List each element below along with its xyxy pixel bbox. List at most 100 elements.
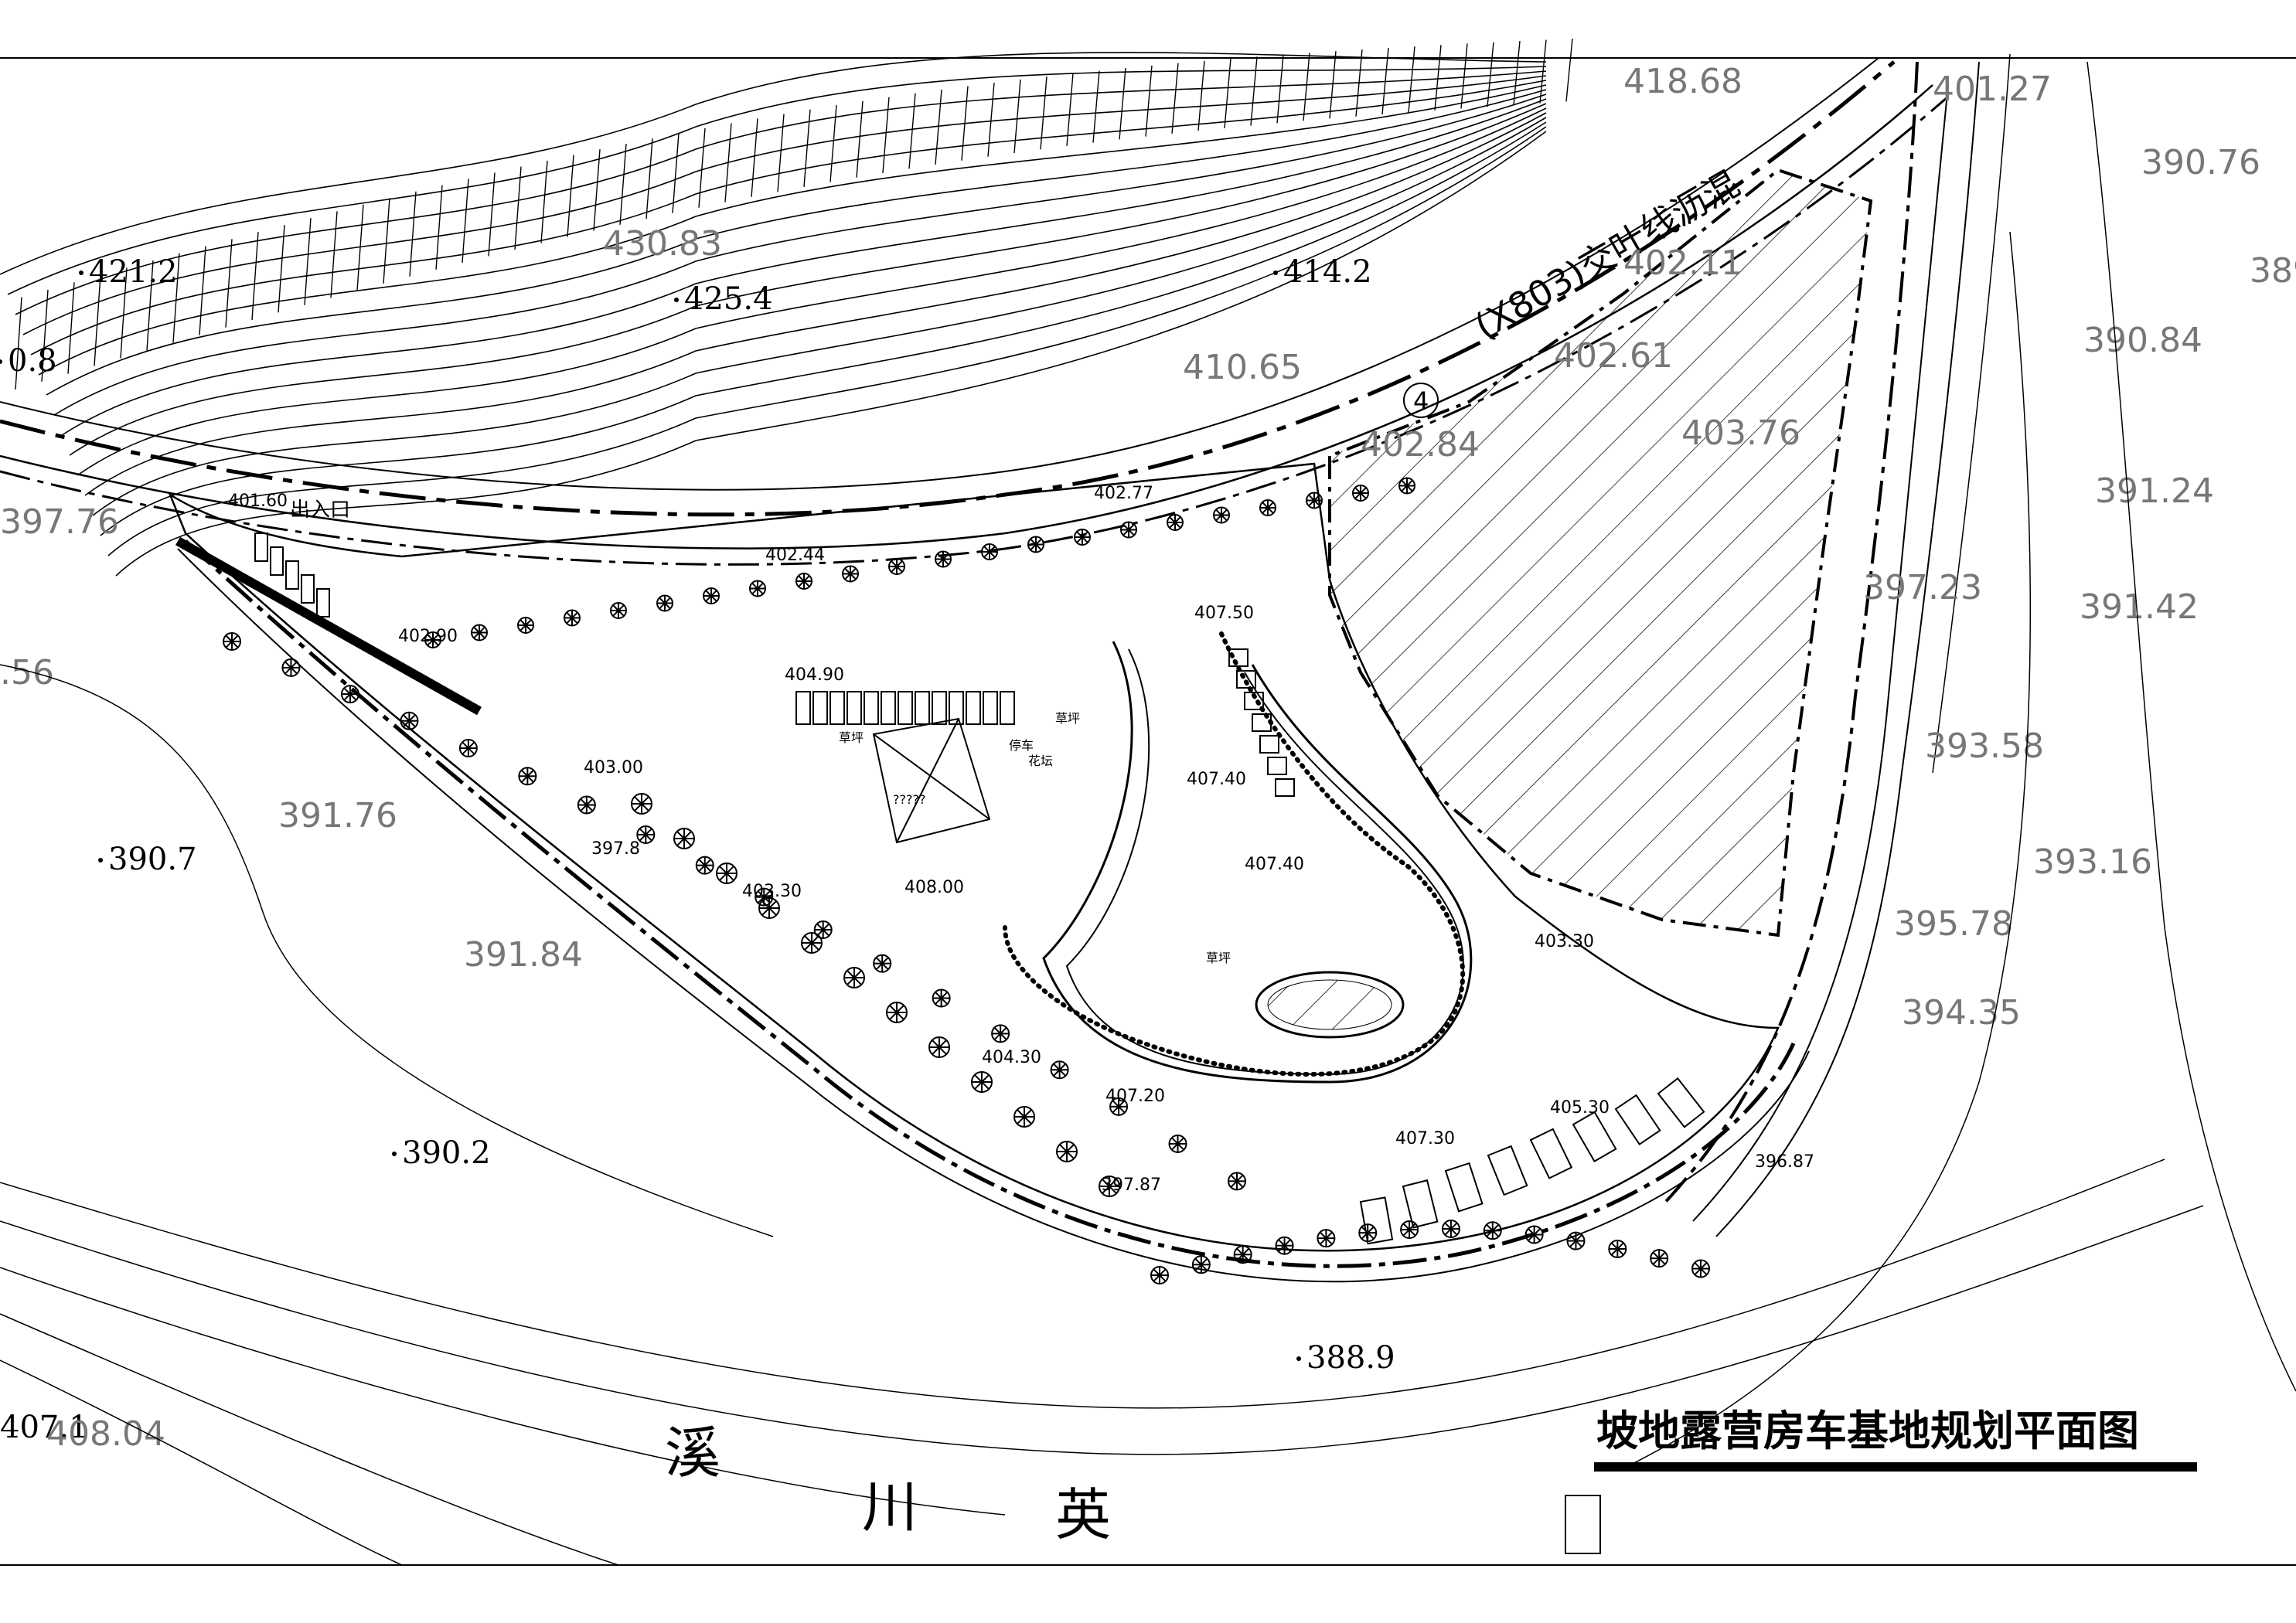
tree-symbol xyxy=(517,617,534,634)
cabin xyxy=(1614,1094,1661,1145)
tree-symbol xyxy=(281,658,301,677)
slope-tick xyxy=(172,253,180,343)
slope-tick xyxy=(1539,39,1547,104)
parking-stall xyxy=(1259,735,1279,754)
contour-elevation-label: 395.78 xyxy=(1894,904,2013,944)
tree-symbol xyxy=(1150,1266,1169,1284)
slope-tick xyxy=(435,185,443,270)
road-number-circle xyxy=(1403,383,1439,418)
elevation-label: 390.2 xyxy=(402,1135,491,1171)
elevation-dot xyxy=(392,1152,397,1156)
tree-symbol xyxy=(981,543,998,560)
slope-tick xyxy=(908,93,916,169)
parking-stall xyxy=(932,691,947,725)
slope-tick xyxy=(1329,51,1337,119)
elevation-label: 407.1 xyxy=(0,1410,89,1445)
contour-elevation-label: 403.76 xyxy=(1681,413,1800,453)
tree-symbol xyxy=(673,828,695,849)
tree-symbol xyxy=(1027,536,1044,553)
contour-line xyxy=(0,52,1547,275)
contour-line xyxy=(61,98,1547,436)
design-elevation-label: 397.87 xyxy=(1102,1176,1161,1195)
contour-elevation-label: 393.16 xyxy=(2033,842,2152,882)
slope-tick xyxy=(724,123,732,202)
slope-tick xyxy=(1513,41,1521,105)
tree-symbol xyxy=(758,897,780,919)
slope-tick xyxy=(540,160,548,243)
contour-elevation-label: 389.8 xyxy=(2250,251,2296,291)
tree-symbol xyxy=(656,594,673,612)
elevation-dot xyxy=(674,298,679,302)
small-marker-box xyxy=(1565,1495,1601,1554)
tree-symbol xyxy=(1013,1106,1035,1128)
tree-symbol xyxy=(932,988,951,1008)
parking-stall xyxy=(812,691,828,725)
tree-symbol xyxy=(1441,1220,1460,1239)
parking-stall xyxy=(881,691,896,725)
slope-tick xyxy=(1066,73,1074,146)
contour-line xyxy=(69,103,1547,456)
contour-line xyxy=(53,94,1547,416)
elevation-dot xyxy=(1296,1356,1301,1361)
tree-symbol xyxy=(223,632,241,651)
slope-tick xyxy=(1171,63,1179,134)
tree-symbol xyxy=(1074,529,1091,546)
cabin xyxy=(1529,1128,1573,1179)
rv-parking-stalls xyxy=(254,532,1295,797)
tree-symbol xyxy=(471,624,488,641)
slope-tick xyxy=(829,105,837,182)
tree-symbol xyxy=(1191,1255,1211,1274)
elevation-dot xyxy=(1273,270,1278,275)
slope-tick xyxy=(383,198,390,284)
tree-symbol xyxy=(1398,477,1415,495)
contour-elevation-label: 390.84 xyxy=(2083,321,2202,360)
contour-elevation-label: 391.42 xyxy=(2080,587,2199,627)
tree-symbol xyxy=(801,932,823,954)
slope-tick xyxy=(514,166,522,250)
design-elevation-label: 407.40 xyxy=(1187,770,1246,789)
slope-tick xyxy=(1224,58,1231,128)
contour-line xyxy=(92,117,1547,516)
tree-symbol xyxy=(843,967,865,988)
tree-symbol xyxy=(1168,1134,1187,1153)
parking-stall xyxy=(829,691,845,725)
slope-hatch-ticks xyxy=(15,38,1573,390)
slope-tick xyxy=(1381,47,1389,115)
slope-tick xyxy=(330,211,338,298)
tree-symbol xyxy=(1228,1172,1246,1191)
design-elevation-label: 402.44 xyxy=(765,546,825,565)
slope-tick xyxy=(1460,43,1468,109)
tree-symbol xyxy=(1056,1141,1078,1162)
cabin xyxy=(1487,1145,1528,1196)
contour-elevation-label: 402.11 xyxy=(1623,243,1742,283)
tree-symbol xyxy=(795,573,812,590)
parking-stall xyxy=(1275,778,1295,797)
slope-tick xyxy=(593,149,601,231)
camp-cabins xyxy=(1359,1077,1705,1245)
design-elevation-label: 407.50 xyxy=(1194,604,1254,623)
tree-symbol xyxy=(340,685,359,704)
contour-line xyxy=(22,75,1547,335)
slope-tick xyxy=(146,260,154,351)
parking-stall xyxy=(270,546,284,576)
slope-tick xyxy=(488,172,496,257)
slope-tick xyxy=(935,89,942,165)
entrance-barrier xyxy=(175,536,482,716)
contour-elevation-labels: 430.83418.68410.65401.27390.76389.8390.8… xyxy=(0,62,2296,1454)
slope-tick xyxy=(15,297,22,390)
design-elevation-label: 403.30 xyxy=(1535,932,1594,951)
cabin xyxy=(1444,1162,1484,1213)
parking-stall xyxy=(301,574,315,604)
elevation-label: 421.2 xyxy=(89,254,178,290)
elevation-label: 388.9 xyxy=(1306,1340,1395,1376)
contour-elevation-label: 397.23 xyxy=(1863,568,1982,607)
slope-tick xyxy=(1145,65,1153,137)
tree-symbol xyxy=(631,793,652,815)
tree-symbol xyxy=(716,863,738,884)
tree-symbol xyxy=(991,1024,1010,1043)
tree-symbol xyxy=(424,631,441,648)
tree-symbol xyxy=(564,609,581,627)
